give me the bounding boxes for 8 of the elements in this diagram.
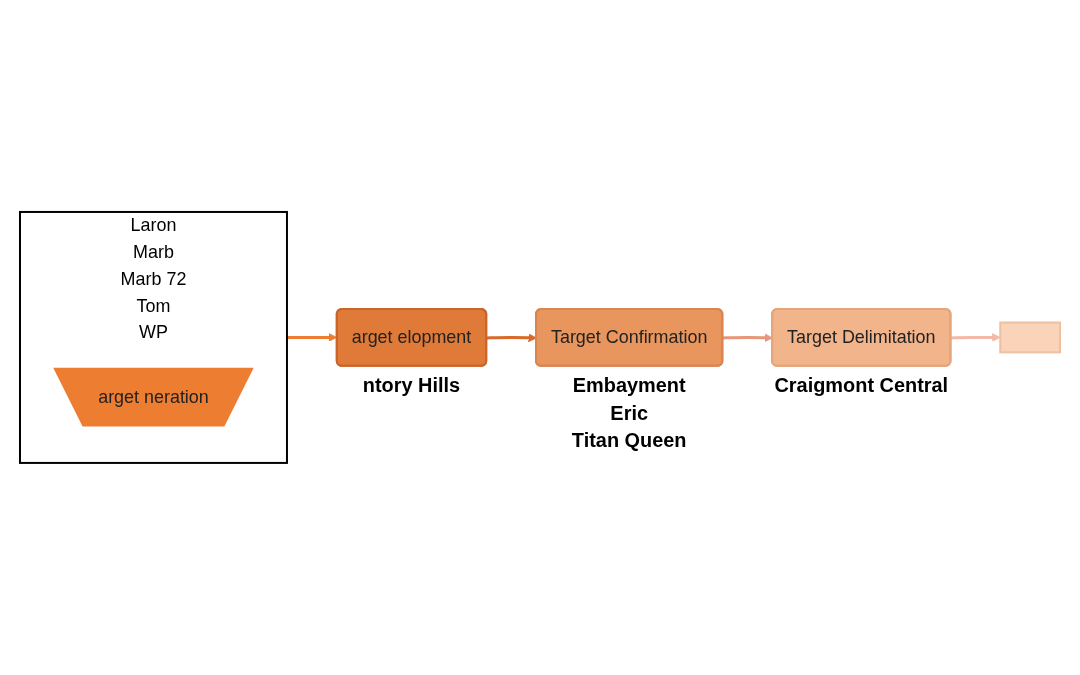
caption-text: Embayment — [572, 373, 686, 396]
arrow — [486, 333, 537, 343]
caption-text: ntory Hills — [362, 373, 461, 396]
caption-text: Eric — [610, 401, 648, 424]
caption-text: Titan Queen — [571, 429, 687, 452]
caption-text: Craigmont Central — [774, 373, 949, 396]
node-box — [999, 321, 1061, 354]
arrow — [950, 333, 1001, 342]
